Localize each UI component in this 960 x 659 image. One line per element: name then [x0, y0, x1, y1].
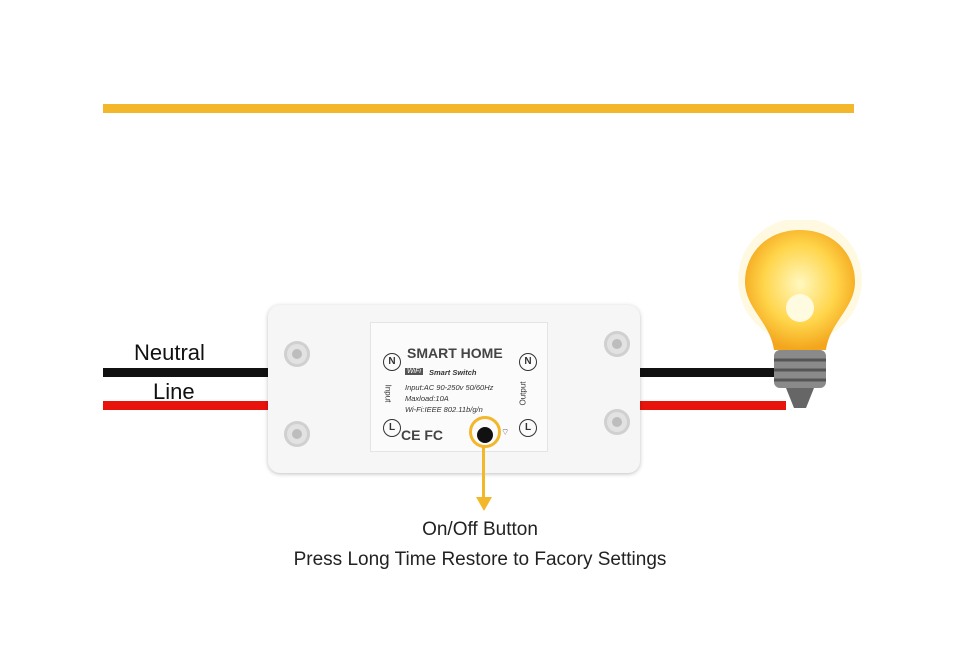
terminal-l-out: L [519, 419, 537, 437]
arrow-down-icon [476, 497, 492, 511]
callout-title: On/Off Button [422, 519, 538, 540]
spec-input: Input:AC 90-250v 50/60Hz [405, 383, 494, 392]
screw-icon [604, 331, 630, 357]
terminal-n-out: N [519, 353, 537, 371]
light-bulb-icon [738, 220, 862, 408]
callout-description: Press Long Time Restore to Facory Settin… [293, 549, 667, 570]
screw-icon [284, 341, 310, 367]
wifi-badge: WiFi [405, 368, 423, 375]
label-panel: SMART HOME WiFi Smart Switch Input:AC 90… [370, 322, 548, 452]
screw-icon [284, 421, 310, 447]
brand-logo: SMART HOME [407, 345, 503, 361]
accent-bar [103, 104, 854, 113]
terminal-l-in: L [383, 419, 401, 437]
neutral-wire-in [103, 368, 273, 377]
line-label: Line [153, 379, 195, 404]
wifi-icon: ⌔ [501, 427, 510, 437]
certification-marks: CE FC [401, 427, 443, 443]
terminal-n-in: N [383, 353, 401, 371]
callout-arrow-line [482, 447, 485, 499]
button-highlight-ring [469, 416, 501, 448]
smart-switch-device: SMART HOME WiFi Smart Switch Input:AC 90… [268, 305, 640, 473]
input-label: Input [383, 384, 393, 403]
neutral-wire-out [636, 368, 786, 377]
neutral-label: Neutral [134, 340, 205, 365]
spec-wifi: Wi-Fi:IEEE 802.11b/g/n [405, 405, 483, 414]
spec-maxload: Maxload:10A [405, 394, 449, 403]
screw-icon [604, 409, 630, 435]
line-wire-in [103, 401, 273, 410]
line-wire-out [636, 401, 786, 410]
subtitle: Smart Switch [429, 368, 477, 377]
output-label: Output [518, 381, 528, 406]
